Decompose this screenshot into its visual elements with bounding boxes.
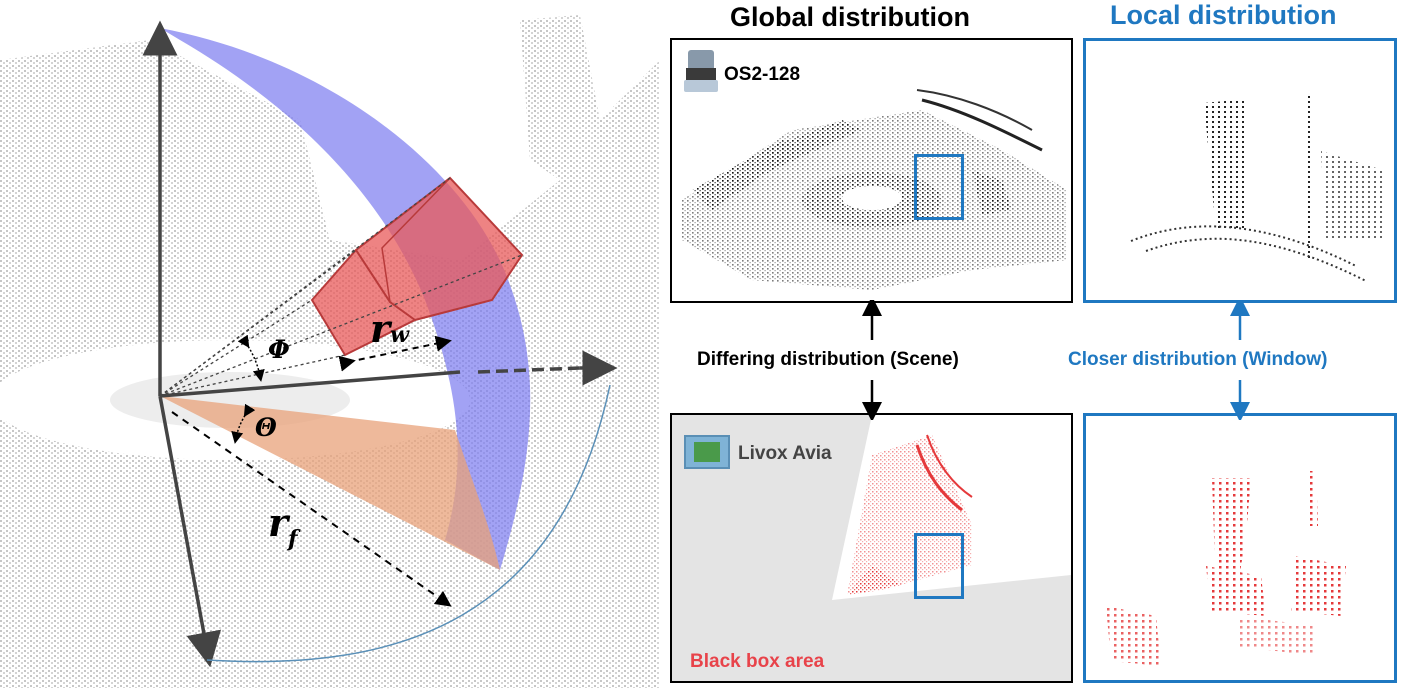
- phi-arc: [237, 334, 265, 382]
- local-bottom-panel: [1083, 413, 1397, 683]
- spherical-window-diagram: [0, 15, 660, 688]
- global-distribution-title: Global distribution: [730, 2, 970, 32]
- differing-distribution-caption: Differing distribution (Scene): [697, 349, 959, 370]
- rf-dimension-arrow: [171, 411, 452, 607]
- os2-window-highlight: [914, 154, 964, 220]
- livox-point-cloud: [832, 415, 1071, 600]
- os2-point-cloud: [682, 89, 1067, 290]
- global-arrows: [862, 300, 882, 420]
- closer-distribution-caption: Closer distribution (Window): [1068, 349, 1328, 370]
- dashed-rays: [159, 177, 523, 397]
- theta-label: Θ: [255, 413, 277, 442]
- base-arc: [206, 384, 611, 663]
- theta-arc: [231, 403, 256, 444]
- local-arrows: [1230, 300, 1250, 420]
- rw-dimension-arrow: [338, 335, 452, 372]
- local-top-point-cloud: [1130, 96, 1386, 282]
- rf-label: rf: [268, 500, 298, 552]
- black-box-area-label: Black box area: [690, 651, 825, 672]
- coordinate-axes: [142, 20, 618, 668]
- local-top-panel: [1083, 38, 1397, 303]
- local-distribution-title: Local distribution: [1110, 0, 1337, 30]
- os2-sensor-icon: [684, 50, 718, 94]
- livox-window-highlight: [914, 533, 964, 599]
- livox-sensor-icon: [684, 435, 730, 469]
- rw-label: rw: [370, 306, 409, 351]
- local-bottom-point-cloud: [1106, 471, 1346, 666]
- os2-128-scene-panel: OS2-128: [670, 38, 1073, 303]
- livox-avia-scene-panel: Livox Avia Black box area: [670, 413, 1073, 683]
- os2-128-label: OS2-128: [724, 64, 801, 85]
- phi-label: Φ: [268, 335, 290, 364]
- livox-avia-label: Livox Avia: [738, 443, 832, 464]
